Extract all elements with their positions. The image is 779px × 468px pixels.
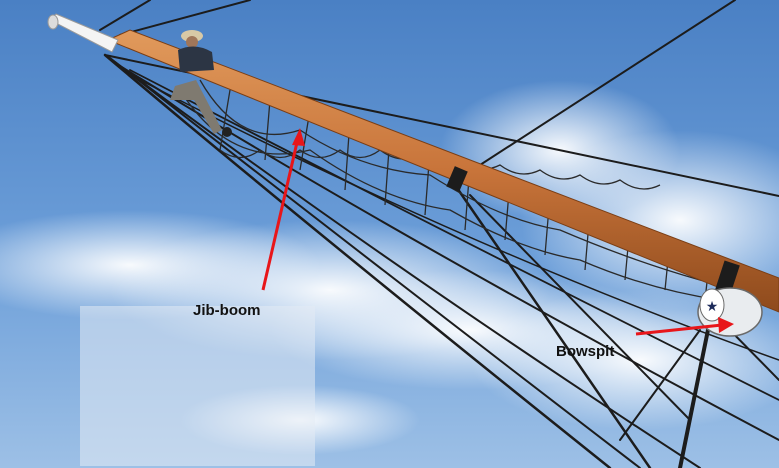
boom-tip <box>47 13 119 53</box>
annotation-arrows <box>261 128 734 336</box>
bowsprit-band: ★ <box>697 287 763 337</box>
jib-boom-arrowhead <box>292 128 305 146</box>
jib-boom-arrow <box>261 137 300 291</box>
bowsprit-arrowhead <box>718 317 734 333</box>
bowsprit-arrow <box>635 323 723 336</box>
rigging-lines <box>99 0 779 468</box>
svg-text:★: ★ <box>706 299 719 315</box>
bowsprit-label: Bowspit <box>556 343 615 360</box>
jib-boom-label: Jib-boom <box>193 302 261 319</box>
sailor-figure <box>170 30 232 137</box>
